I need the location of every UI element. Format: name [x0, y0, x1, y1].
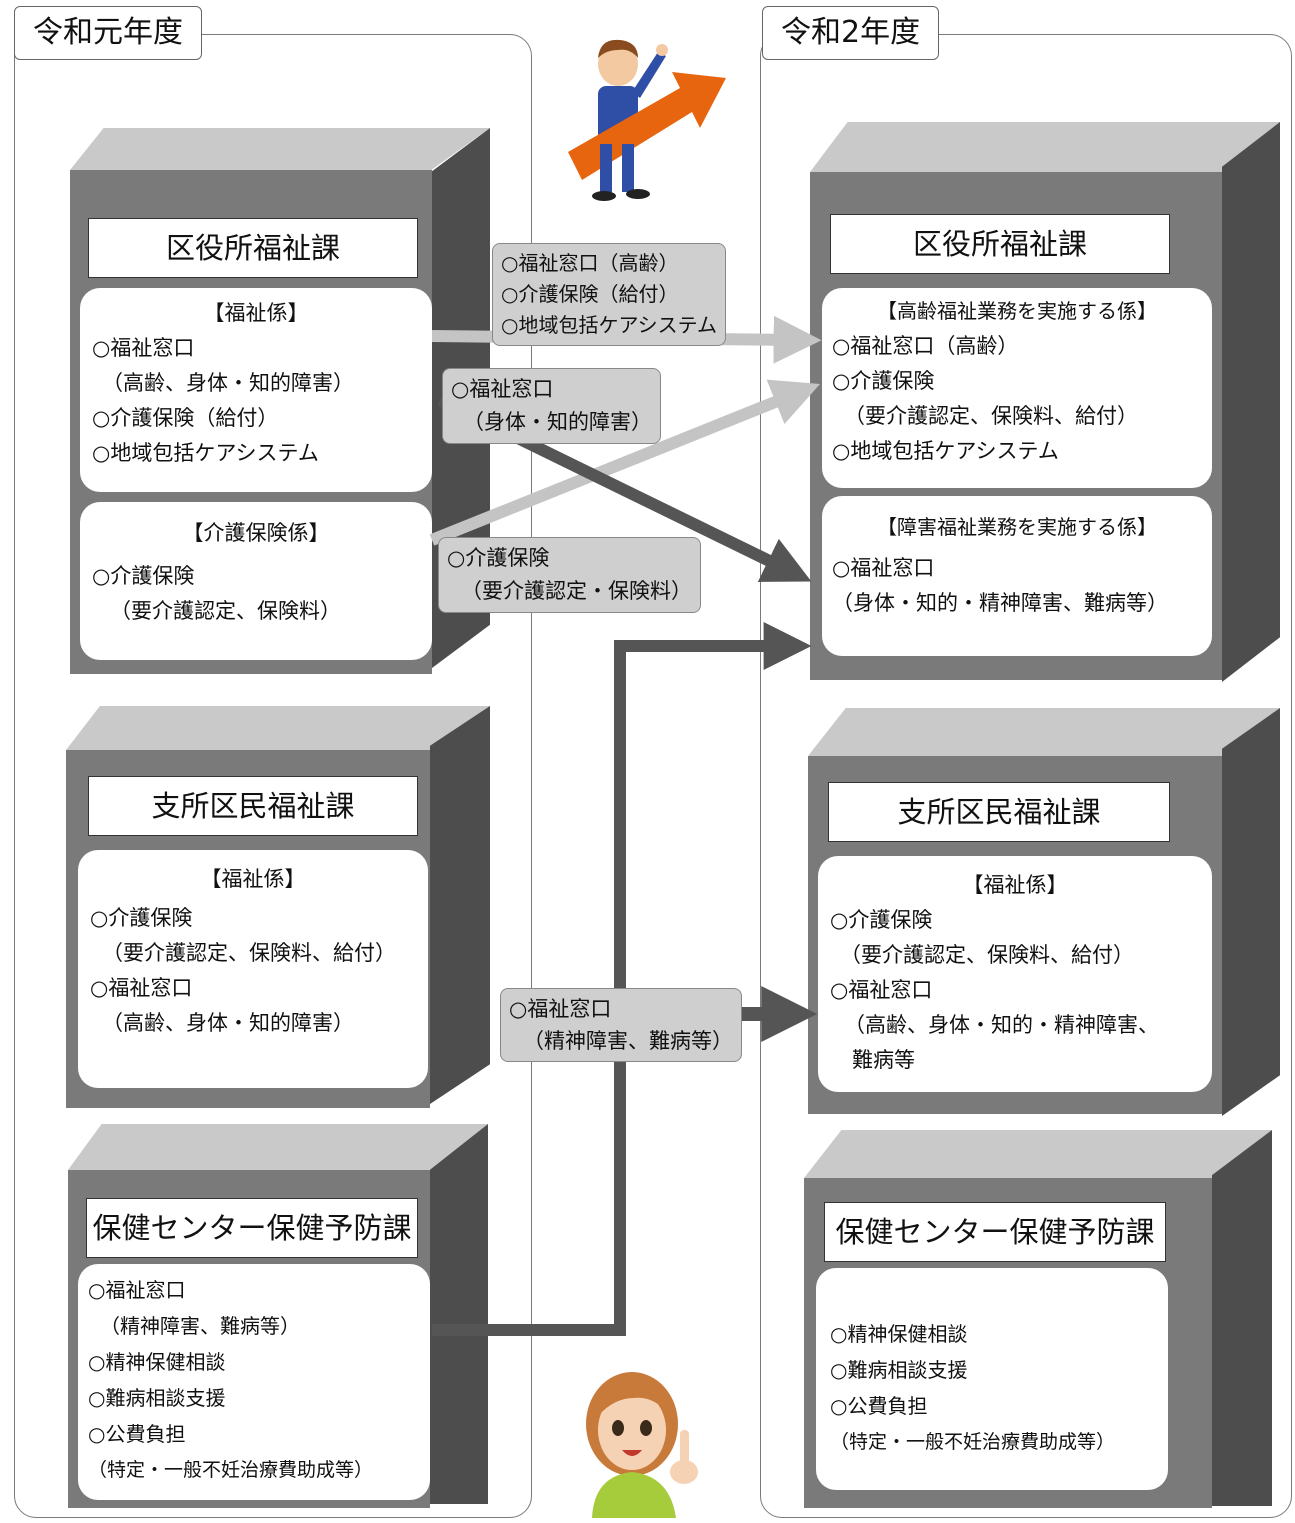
section-header: 【福祉係】: [200, 867, 306, 891]
left-health-center-title: 保健センター保健予防課: [86, 1198, 418, 1258]
left-welfare-section: 【福祉係】 ○福祉窓口 （高齢、身体・知的障害） ○介護保険（給付） ○地域包括…: [80, 288, 432, 492]
left-branch-welfare-section: 【福祉係】 ○介護保険 （要介護認定、保険料、給付） ○福祉窓口 （高齢、身体・…: [78, 850, 428, 1088]
label-line: （要介護認定・保険料）: [461, 579, 692, 603]
right-branch-welfare-section: 【福祉係】 ○介護保険 （要介護認定、保険料、給付） ○福祉窓口 （高齢、身体・…: [818, 856, 1212, 1092]
label-line: （身体・知的障害）: [463, 410, 652, 434]
section-line: ○難病相談支援: [88, 1386, 226, 1410]
pointing-woman-illustration: [586, 1372, 698, 1518]
section-line: ○介護保険: [830, 908, 933, 932]
section-line: ○公費負担: [88, 1422, 186, 1446]
right-disability-section: 【障害福祉業務を実施する係】 ○福祉窓口 （身体・知的・精神障害、難病等）: [822, 496, 1212, 656]
section-line: （特定・一般不妊治療費助成等）: [830, 1431, 1116, 1453]
label-line: ○介護保険（給付）: [501, 282, 679, 306]
section-line: （高齢、身体・知的障害）: [102, 371, 354, 395]
fy2020-panel: [760, 34, 1292, 1518]
section-line: ○福祉窓口: [92, 336, 195, 360]
elderly-transfer-label: ○福祉窓口（高齢） ○介護保険（給付） ○地域包括ケアシステム: [492, 243, 727, 346]
section-header: 【障害福祉業務を実施する係】: [877, 515, 1157, 539]
section-line: ○福祉窓口: [90, 976, 193, 1000]
care-transfer-arrow: [429, 379, 821, 546]
section-line: （要介護認定、保険料、給付）: [844, 404, 1138, 428]
section-line: ○福祉窓口（高齢）: [832, 334, 1019, 358]
right-ward-office-title: 区役所福祉課: [830, 214, 1170, 274]
section-line: （高齢、身体・知的・精神障害、: [844, 1013, 1159, 1037]
section-line: ○福祉窓口: [832, 556, 935, 580]
right-health-center-section: ○精神保健相談 ○難病相談支援 ○公費負担 （特定・一般不妊治療費助成等）: [816, 1268, 1168, 1490]
businessman-with-arrow-illustration: [568, 39, 726, 201]
section-header: 【高齢福祉業務を実施する係】: [877, 299, 1157, 323]
section-line: ○精神保健相談: [830, 1322, 968, 1346]
section-header: 【福祉係】: [203, 301, 309, 325]
right-branch-office-title: 支所区民福祉課: [828, 782, 1170, 842]
label-line: ○福祉窓口: [509, 997, 612, 1021]
section-header: 【介護保険係】: [182, 521, 330, 545]
section-line: ○地域包括ケアシステム: [832, 439, 1059, 463]
section-line: ○福祉窓口: [88, 1278, 186, 1302]
section-line: ○地域包括ケアシステム: [92, 441, 319, 465]
left-ward-office-title: 区役所福祉課: [88, 218, 418, 278]
section-line: ○福祉窓口: [830, 978, 933, 1002]
label-line: ○地域包括ケアシステム: [501, 313, 718, 337]
care-transfer-label: ○介護保険 （要介護認定・保険料）: [438, 537, 701, 613]
right-health-center-title: 保健センター保健予防課: [824, 1202, 1166, 1262]
section-line: ○介護保険（給付）: [92, 406, 279, 430]
section-line: 難病等: [852, 1048, 915, 1072]
section-line: （要介護認定、保険料、給付）: [102, 941, 396, 965]
section-line: （高齢、身体・知的障害）: [102, 1011, 354, 1035]
left-health-center-section: ○福祉窓口 （精神障害、難病等） ○精神保健相談 ○難病相談支援 ○公費負担 （…: [78, 1264, 430, 1500]
section-line: （要介護認定、保険料、給付）: [840, 943, 1134, 967]
fy2019-panel: [14, 34, 532, 1518]
label-line: ○介護保険: [447, 546, 550, 570]
fy2019-label: 令和元年度: [14, 6, 202, 60]
mental-transfer-label: ○福祉窓口 （精神障害、難病等）: [500, 988, 742, 1062]
label-line: ○福祉窓口: [451, 377, 554, 401]
label-line: ○福祉窓口（高齢）: [501, 251, 679, 275]
section-line: ○介護保険: [832, 369, 935, 393]
section-line: ○介護保険: [92, 564, 195, 588]
right-elderly-section: 【高齢福祉業務を実施する係】 ○福祉窓口（高齢） ○介護保険 （要介護認定、保険…: [822, 288, 1212, 488]
section-line: ○難病相談支援: [830, 1358, 968, 1382]
section-line: （身体・知的・精神障害、難病等）: [832, 591, 1168, 615]
section-header: 【福祉係】: [962, 873, 1068, 897]
label-line: （精神障害、難病等）: [523, 1029, 733, 1053]
section-line: ○精神保健相談: [88, 1350, 226, 1374]
left-care-insurance-section: 【介護保険係】 ○介護保険 （要介護認定、保険料）: [80, 502, 432, 660]
left-branch-office-title: 支所区民福祉課: [88, 776, 418, 836]
fy2020-label: 令和2年度: [762, 6, 940, 60]
section-line: （要介護認定、保険料）: [110, 599, 341, 623]
section-line: （精神障害、難病等）: [100, 1314, 300, 1338]
section-line: ○公費負担: [830, 1394, 928, 1418]
section-line: （特定・一般不妊治療費助成等）: [88, 1459, 374, 1481]
disability-transfer-label: ○福祉窓口 （身体・知的障害）: [442, 368, 661, 444]
section-line: ○介護保険: [90, 906, 193, 930]
